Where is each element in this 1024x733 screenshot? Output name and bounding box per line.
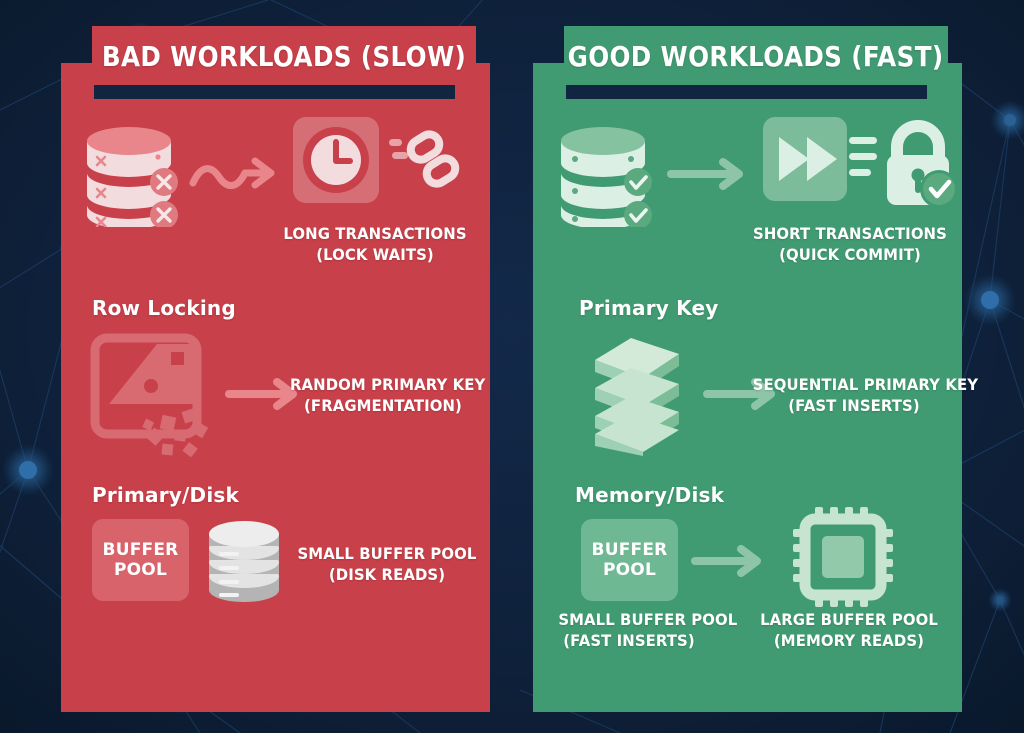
disk-stack-icon [209,521,279,602]
good-buffer-pool-tile: BUFFER POOL [581,519,678,601]
panel-good-title: GOOD WORKLOADS (FAST) [568,40,944,73]
panel-bad-title-rule [94,85,455,99]
panel-good-workloads: GOOD WORKLOADS (FAST) [533,26,979,712]
good-row-sequential-primary-key: Primary Key [533,296,979,476]
bad-row3-caption: SMALL BUFFER POOL (DISK READS) [297,544,477,585]
clock-icon [293,117,379,203]
good-row3-section-label: Memory/Disk [575,483,725,507]
database-stack-check-icon [561,127,652,227]
panel-bad-workloads: BAD WORKLOADS (SLOW) [61,26,490,712]
bad-buffer-pool-tile: BUFFER POOL [92,519,189,601]
bad-row1-caption: LONG TRANSACTIONS (LOCK WAITS) [283,224,467,265]
good-row2-section-label: Primary Key [579,296,719,320]
good-row3-caption-left: SMALL BUFFER POOL (FAST INSERTS) [558,610,738,651]
fast-forward-icon [763,117,847,201]
layer-stack-icon [595,338,679,456]
bad-row2-caption: RANDOM PRIMARY KEY (FRAGMENTATION) [290,375,486,416]
arrow-right-icon [225,378,297,410]
bad-row3-section-label: Primary/Disk [92,483,239,507]
good-row3-caption-right: LARGE BUFFER POOL (MEMORY READS) [760,610,938,651]
bad-row2-section-label: Row Locking [92,296,236,320]
good-row-short-transactions: SHORT TRANSACTIONS (QUICK COMMIT) [533,111,962,286]
arrow-right-icon [667,158,743,190]
good-row1-caption: SHORT TRANSACTIONS (QUICK COMMIT) [753,224,947,265]
good-row2-caption: SEQUENTIAL PRIMARY KEY (FAST INSERTS) [752,375,979,416]
bad-row-random-primary-key: Row Locking [61,296,490,476]
database-stack-error-icon [87,127,178,227]
panel-bad-title: BAD WORKLOADS (SLOW) [101,40,467,73]
broken-chain-icon [389,130,460,188]
speed-lines-icon [849,137,877,176]
cpu-chip-icon [793,507,893,607]
good-row-large-buffer-pool: Memory/Disk BUFFER POOL SMALL BUFFER POO… [533,483,962,698]
squiggly-arrow-icon [189,157,275,189]
panel-good-title-rule [566,85,927,99]
panel-good-header: GOOD WORKLOADS (FAST) [564,26,948,87]
lock-check-icon [887,120,958,208]
fragmentation-icon [90,333,209,458]
arrow-right-icon [691,545,761,577]
bad-row-long-transactions: LONG TRANSACTIONS (LOCK WAITS) [61,111,490,286]
arrow-right-icon [703,378,775,410]
panel-bad-header: BAD WORKLOADS (SLOW) [92,26,476,87]
bad-row-small-buffer-pool: Primary/Disk BUFFER POOL [61,483,490,698]
